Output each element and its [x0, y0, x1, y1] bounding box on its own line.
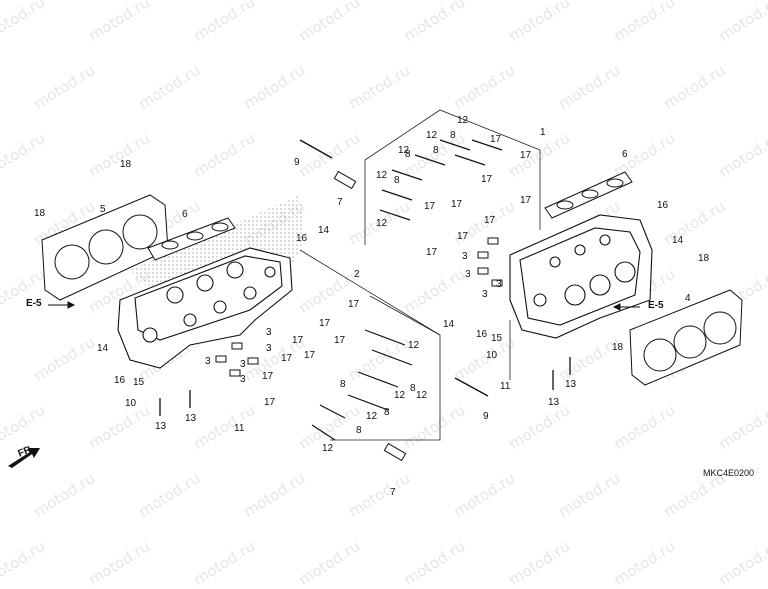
- callout-17: 17: [264, 397, 276, 408]
- callout-18: 18: [120, 159, 132, 170]
- callout-6-left: 6: [182, 209, 188, 220]
- callout-14: 14: [318, 225, 330, 236]
- callout-18: 18: [698, 253, 710, 264]
- callout-17: 17: [348, 299, 360, 310]
- callout-12: 12: [398, 145, 410, 156]
- callout-17: 17: [334, 335, 346, 346]
- callout-3: 3: [205, 356, 211, 367]
- cylinder-head-exploded-diagram: [8, 109, 743, 468]
- right-fasteners: [379, 139, 503, 221]
- callout-3: 3: [482, 289, 488, 300]
- callout-17: 17: [520, 150, 532, 161]
- callout-8: 8: [384, 407, 390, 418]
- dowel-pins: [215, 237, 503, 377]
- callout-17: 17: [304, 350, 316, 361]
- diagram-code: MKC4E0200: [702, 468, 754, 478]
- callout-2: 2: [354, 269, 360, 280]
- callout-1: 1: [540, 127, 546, 138]
- callout-12: 12: [426, 130, 438, 141]
- callout-8: 8: [450, 130, 456, 141]
- insulator-gasket-left: [147, 217, 236, 261]
- callout-17: 17: [426, 247, 438, 258]
- insulator-gasket-right: [544, 171, 633, 219]
- callout-12: 12: [376, 218, 388, 229]
- callout-3: 3: [240, 374, 246, 385]
- callout-8: 8: [433, 145, 439, 156]
- callout-3: 3: [465, 269, 471, 280]
- callout-8: 8: [340, 379, 346, 390]
- callout-7-bottom: 7: [390, 487, 396, 498]
- callout-17: 17: [451, 199, 463, 210]
- callout-13: 13: [185, 413, 197, 424]
- callout-11-right: 11: [500, 381, 511, 392]
- callout-3: 3: [496, 279, 502, 290]
- e5-reference-arrows: [48, 301, 640, 311]
- callout-8: 8: [394, 175, 400, 186]
- callout-13: 13: [565, 379, 577, 390]
- callout-8: 8: [405, 149, 411, 160]
- callout-12: 12: [408, 340, 420, 351]
- callout-6-right: 6: [622, 149, 628, 160]
- callout-4: 4: [685, 293, 691, 304]
- callout-16: 16: [657, 200, 669, 211]
- reference-label-e5-right: E-5: [648, 300, 664, 311]
- callout-9-bottom: 9: [483, 411, 489, 422]
- callout-10-left: 10: [125, 398, 137, 409]
- right-head-gasket: [629, 289, 743, 386]
- callout-8: 8: [410, 383, 416, 394]
- stud-bolts: [159, 357, 571, 416]
- callout-18: 18: [34, 208, 46, 219]
- callout-14: 14: [672, 235, 684, 246]
- callout-3: 3: [240, 359, 246, 370]
- callout-7-top: 7: [337, 197, 343, 208]
- callout-17: 17: [520, 195, 532, 206]
- callout-3: 3: [266, 343, 272, 354]
- callout-12: 12: [322, 443, 334, 454]
- callout-14: 14: [443, 319, 455, 330]
- callout-17: 17: [262, 371, 274, 382]
- front-direction-arrow: [8, 448, 40, 468]
- callout-16: 16: [114, 375, 126, 386]
- callout-17: 17: [319, 318, 331, 329]
- right-head-frame-lines: [364, 109, 541, 380]
- callout-17: 17: [292, 335, 304, 346]
- callout-12: 12: [457, 115, 469, 126]
- callout-13: 13: [548, 397, 560, 408]
- callout-12: 12: [376, 170, 388, 181]
- long-bolts: [299, 139, 489, 397]
- left-fasteners: [311, 329, 413, 441]
- left-cylinder-head: [117, 247, 293, 369]
- callout-15-left: 15: [133, 377, 145, 388]
- callout-8: 8: [356, 425, 362, 436]
- callout-12: 12: [394, 390, 406, 401]
- callout-17: 17: [457, 231, 469, 242]
- callout-17: 17: [490, 134, 502, 145]
- callout-18: 18: [612, 342, 624, 353]
- callout-13: 13: [155, 421, 167, 432]
- callout-14: 14: [97, 343, 109, 354]
- callout-12: 12: [416, 390, 428, 401]
- callout-16: 16: [296, 233, 308, 244]
- right-cylinder-head: [509, 214, 653, 339]
- callout-3: 3: [266, 327, 272, 338]
- callout-12: 12: [366, 411, 378, 422]
- callout-17: 17: [484, 215, 496, 226]
- callout-16: 16: [476, 329, 488, 340]
- callout-5: 5: [100, 204, 106, 215]
- callout-17: 17: [281, 353, 293, 364]
- callout-15-right: 15: [491, 333, 503, 344]
- callout-3: 3: [462, 251, 468, 262]
- callout-17: 17: [481, 174, 493, 185]
- callout-10-right: 10: [486, 350, 498, 361]
- left-head-frame-lines: [299, 249, 441, 441]
- callout-11-left: 11: [234, 423, 245, 434]
- spark-plugs: [333, 170, 407, 462]
- callout-17: 17: [424, 201, 436, 212]
- callout-9-top: 9: [294, 157, 300, 168]
- reference-label-e5-left: E-5: [26, 298, 42, 309]
